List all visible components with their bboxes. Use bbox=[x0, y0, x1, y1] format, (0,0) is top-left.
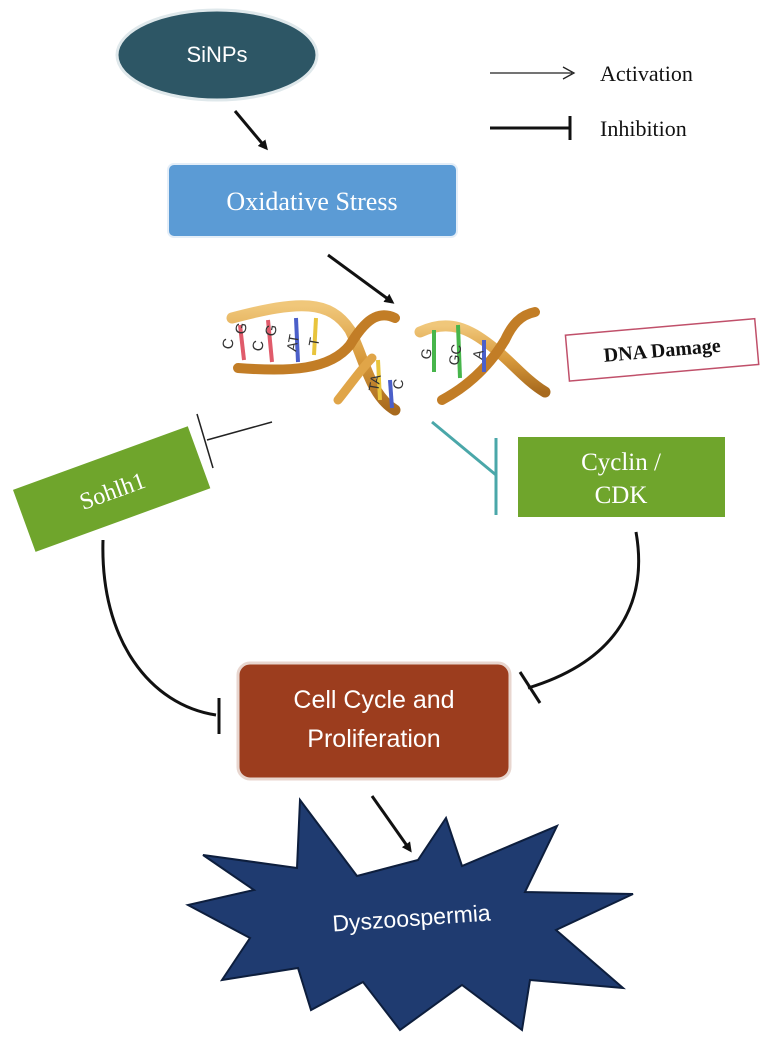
cell-cycle-label-line1: Cell Cycle and bbox=[293, 686, 454, 714]
inhibit-cyclin-to-cellcycle bbox=[518, 531, 641, 704]
dna-letter: GC bbox=[445, 343, 464, 366]
dna-letter: TA bbox=[365, 372, 384, 392]
arrow-cellcycle-to-dyszoospermia bbox=[370, 795, 412, 853]
legend-activation-label: Activation bbox=[600, 61, 693, 86]
arrow-sinps-to-oxidative bbox=[233, 110, 268, 151]
cyclin-cdk-node: Cyclin / CDK bbox=[518, 437, 725, 517]
oxidative-stress-label: Oxidative Stress bbox=[226, 187, 397, 216]
dna-damage-label-box: DNA Damage bbox=[564, 317, 760, 382]
dna-letter: C bbox=[249, 339, 268, 353]
cell-cycle-label-line2: Proliferation bbox=[307, 725, 440, 753]
dna-letter: C bbox=[389, 378, 407, 391]
starburst-shape bbox=[185, 797, 634, 1032]
sinps-node: SiNPs bbox=[115, 8, 319, 102]
legend-inhibition-label: Inhibition bbox=[600, 116, 687, 141]
inhibit-sohlh1-to-cellcycle bbox=[101, 539, 221, 734]
cyclin-label-line1: Cyclin / bbox=[581, 449, 661, 476]
cell-cycle-node: Cell Cycle and Proliferation bbox=[236, 661, 512, 781]
oxidative-stress-node: Oxidative Stress bbox=[167, 163, 458, 238]
inhibit-dna-to-cyclin bbox=[431, 420, 498, 515]
sinps-label: SiNPs bbox=[186, 42, 247, 67]
arrow-oxidative-to-dna bbox=[327, 253, 395, 304]
inhibit-dna-to-sohlh1 bbox=[196, 413, 273, 469]
dna-helix-icon: C G C G AT T TA C G GC A bbox=[219, 300, 551, 416]
cyclin-label-line2: CDK bbox=[595, 482, 648, 509]
legend: Activation Inhibition bbox=[490, 61, 693, 141]
dna-letter: C bbox=[219, 337, 238, 351]
dyszoospermia-node: Dyszoospermia bbox=[185, 797, 634, 1032]
legend-activation-arrow-icon bbox=[490, 66, 576, 80]
sohlh1-node: Sohlh1 bbox=[10, 423, 213, 555]
dna-letter: G bbox=[232, 321, 251, 335]
dna-letter: G bbox=[417, 347, 435, 361]
legend-inhibition-bar-icon bbox=[490, 116, 572, 140]
dna-letter: T bbox=[305, 336, 322, 348]
dna-letter: G bbox=[262, 323, 281, 337]
dna-letter: AT bbox=[283, 333, 302, 353]
dna-letter: A bbox=[469, 348, 486, 361]
